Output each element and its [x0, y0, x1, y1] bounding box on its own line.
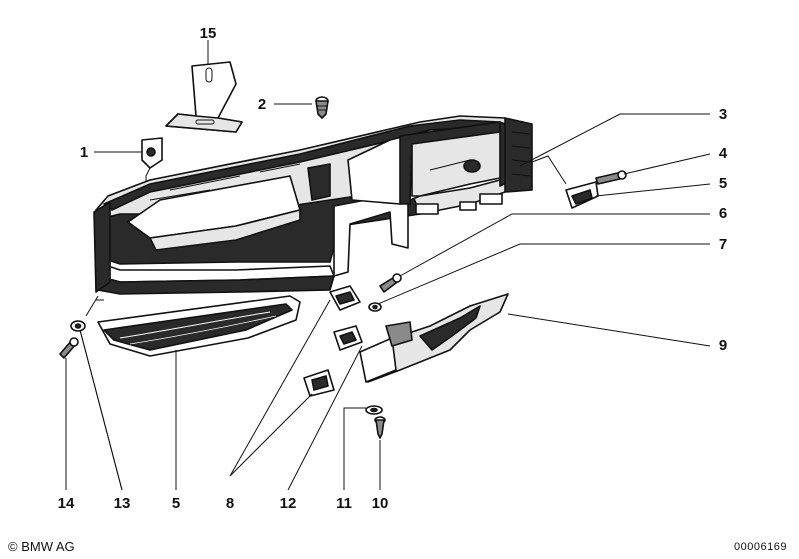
- clip-part-1: [141, 137, 163, 192]
- lower-cover-part-9: [359, 293, 509, 383]
- wood-trim-part-5: [97, 295, 301, 357]
- callout-7: 7: [719, 236, 727, 253]
- callout-5-bottom: 5: [172, 495, 180, 512]
- callout-13: 13: [114, 495, 131, 512]
- leader-lines: [65, 40, 711, 491]
- callout-11: 11: [336, 495, 352, 512]
- callout-12: 12: [280, 495, 297, 512]
- callout-8: 8: [226, 495, 234, 512]
- screw-part-10: [374, 416, 386, 439]
- washer-part-13: [70, 320, 86, 332]
- callout-2: 2: [258, 96, 266, 113]
- callout-labels: 15 2 1 3 4 5 6 7 9 14 13 5 8 12 11 10: [58, 25, 728, 512]
- callout-5-right: 5: [719, 175, 727, 192]
- washer-part-7: [368, 302, 382, 312]
- bracket-part-15: [165, 61, 243, 133]
- document-number: 00006169: [734, 541, 787, 553]
- callout-10: 10: [372, 495, 389, 512]
- callout-3: 3: [719, 106, 727, 123]
- screw-part-2: [315, 96, 329, 119]
- nut-clip-part-12: [333, 325, 363, 351]
- trim-piece-part-5-right: [531, 155, 599, 209]
- copyright-notice: © BMW AG: [8, 539, 75, 554]
- instrument-panel-body: [93, 115, 533, 295]
- callout-6: 6: [719, 205, 727, 222]
- callout-1: 1: [80, 144, 88, 161]
- screw-part-4: [595, 170, 627, 185]
- callout-14: 14: [58, 495, 75, 512]
- screw-part-14: [59, 337, 79, 359]
- callout-9: 9: [719, 337, 727, 354]
- callout-15: 15: [200, 25, 217, 42]
- clip-part-8-lower: [303, 369, 335, 397]
- callout-4: 4: [719, 145, 728, 162]
- clip-part-8-upper: [329, 285, 361, 311]
- screw-part-6: [379, 273, 402, 293]
- washer-part-11: [365, 405, 383, 415]
